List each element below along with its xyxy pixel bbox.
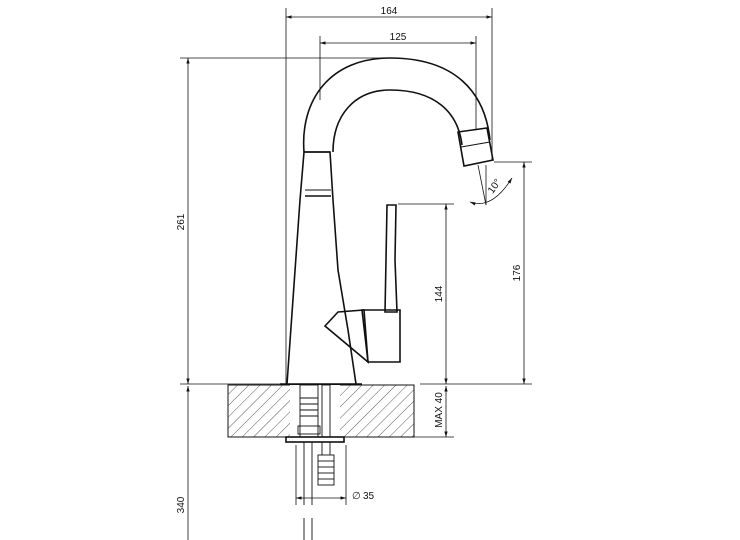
dimension-label-max40: MAX 40: [434, 392, 445, 428]
lever-handle: [323, 204, 401, 364]
dimension-label-340: 340: [176, 496, 187, 513]
dimension-hose-length: 340: [176, 386, 190, 540]
faucet-body: [280, 151, 362, 385]
dimension-total-height: 261: [176, 57, 390, 385]
dimension-label-angle: 10°: [486, 177, 504, 196]
dimension-label-176: 176: [512, 264, 523, 281]
dimension-label-35: 35: [363, 491, 375, 502]
dimension-label-144: 144: [434, 285, 445, 302]
spout: [302, 57, 494, 167]
dimension-spout-reach: 125: [319, 32, 477, 130]
dimension-lever-height: 144: [398, 203, 454, 384]
dimension-top-width: 164: [285, 6, 493, 384]
diameter-icon: ∅: [352, 491, 361, 502]
dimension-label-261: 261: [176, 213, 187, 230]
countertop: [227, 384, 415, 438]
fixing-assembly: [285, 384, 345, 540]
dimension-label-125: 125: [390, 32, 407, 43]
dimension-max-thickness: MAX 40: [414, 386, 454, 438]
dimension-label-164: 164: [381, 6, 398, 17]
dimension-angle: 10°: [469, 164, 513, 206]
dimension-hole-diameter: ∅ 35: [295, 445, 375, 505]
dimension-spout-height: 176: [420, 161, 532, 385]
